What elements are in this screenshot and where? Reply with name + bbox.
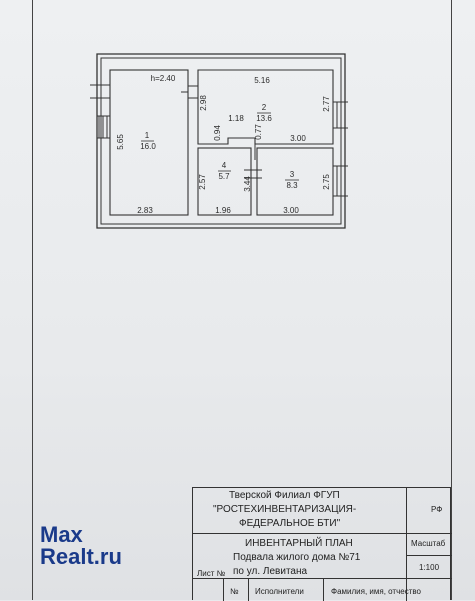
tb-divider-bottom: [193, 578, 452, 579]
dim-top-right: 5.16: [254, 76, 270, 85]
column-performers: Исполнители: [255, 587, 304, 596]
org-line1: Тверской Филиал ФГУП: [229, 490, 340, 501]
room-2-outline: [197, 69, 334, 145]
sheet-label: Лист №: [197, 569, 226, 578]
room-1-number: 1: [145, 131, 150, 140]
dim-room2-left: 2.98: [199, 95, 208, 111]
org-line2: "РОСТЕХИНВЕНТАРИЗАЦИЯ-: [213, 504, 357, 515]
dim-corridor-right: 0.77: [254, 124, 263, 140]
logo-line1: Max: [40, 522, 83, 547]
dim-room4-left: 2.57: [198, 174, 207, 190]
room-4-number: 4: [222, 161, 227, 170]
subject-line1: Подвала жилого дома №71: [233, 552, 361, 563]
org-line3: ФЕДЕРАЛЬНОЕ БТИ": [239, 518, 341, 529]
dim-room4-right: 3.44: [243, 176, 252, 192]
tb-divider-vertical: [406, 488, 407, 601]
door-room4: [244, 169, 262, 179]
room-4-area: 5.7: [218, 172, 230, 181]
room-4-label: 4 5.7: [218, 161, 231, 181]
window-left-a: [90, 84, 110, 99]
dim-room3-right: 2.75: [322, 174, 331, 190]
scale-label: Масштаб: [411, 539, 446, 548]
room-1-area: 16.0: [140, 142, 156, 151]
dim-left-height: 5.65: [116, 134, 125, 150]
room-1-outline: [109, 69, 189, 216]
room-3-outline: [256, 147, 334, 216]
room-2-label: 2 13.6: [256, 103, 272, 123]
window-right-a: [333, 101, 348, 129]
dim-room2-right: 2.77: [322, 96, 331, 112]
logo-line2: Realt.ru: [40, 544, 122, 569]
column-number: №: [230, 587, 239, 596]
doc-title: ИНВЕНТАРНЫЙ ПЛАН: [245, 538, 353, 549]
dim-bottom-left: 2.83: [137, 206, 153, 215]
room-1-label: 1 16.0: [140, 131, 156, 151]
room-2-area: 13.6: [256, 114, 272, 123]
tb-divider-scale: [406, 555, 452, 556]
tb-divider-org: [193, 533, 452, 534]
dim-bottom-right: 3.00: [283, 206, 299, 215]
window-left-b: [97, 115, 110, 139]
scale-value: 1:100: [419, 563, 440, 572]
dim-ceiling-height: h=2.40: [151, 74, 176, 83]
tb-col-1: [223, 578, 224, 601]
dim-bottom-mid: 1.96: [215, 206, 231, 215]
outer-walls: [96, 53, 346, 229]
maxrealt-watermark-logo: Max Realt.ru: [40, 524, 122, 568]
country-label: РФ: [431, 505, 443, 514]
subject-line2: по ул. Левитана: [233, 566, 308, 577]
tb-col-3: [323, 578, 324, 601]
room-2-number: 2: [262, 103, 267, 112]
outer-walls-inner: [100, 57, 342, 225]
window-right-b: [333, 165, 348, 197]
room-4-outline: [197, 147, 252, 216]
frame-left-border: [32, 0, 33, 600]
room-3-label: 3 8.3: [285, 170, 299, 190]
dim-room3-top: 3.00: [290, 134, 306, 143]
dim-corridor-left: 0.94: [213, 125, 222, 141]
door-room2: [181, 85, 198, 99]
title-block: Тверской Филиал ФГУП "РОСТЕХИНВЕНТАРИЗАЦ…: [192, 487, 452, 601]
tb-col-2: [248, 578, 249, 601]
room-3-number: 3: [290, 170, 295, 179]
dim-corridor-width: 1.18: [228, 114, 244, 123]
room-3-area: 8.3: [286, 181, 298, 190]
frame-right-border: [451, 0, 452, 600]
column-full-name: Фамилия, имя, отчество: [331, 587, 421, 596]
